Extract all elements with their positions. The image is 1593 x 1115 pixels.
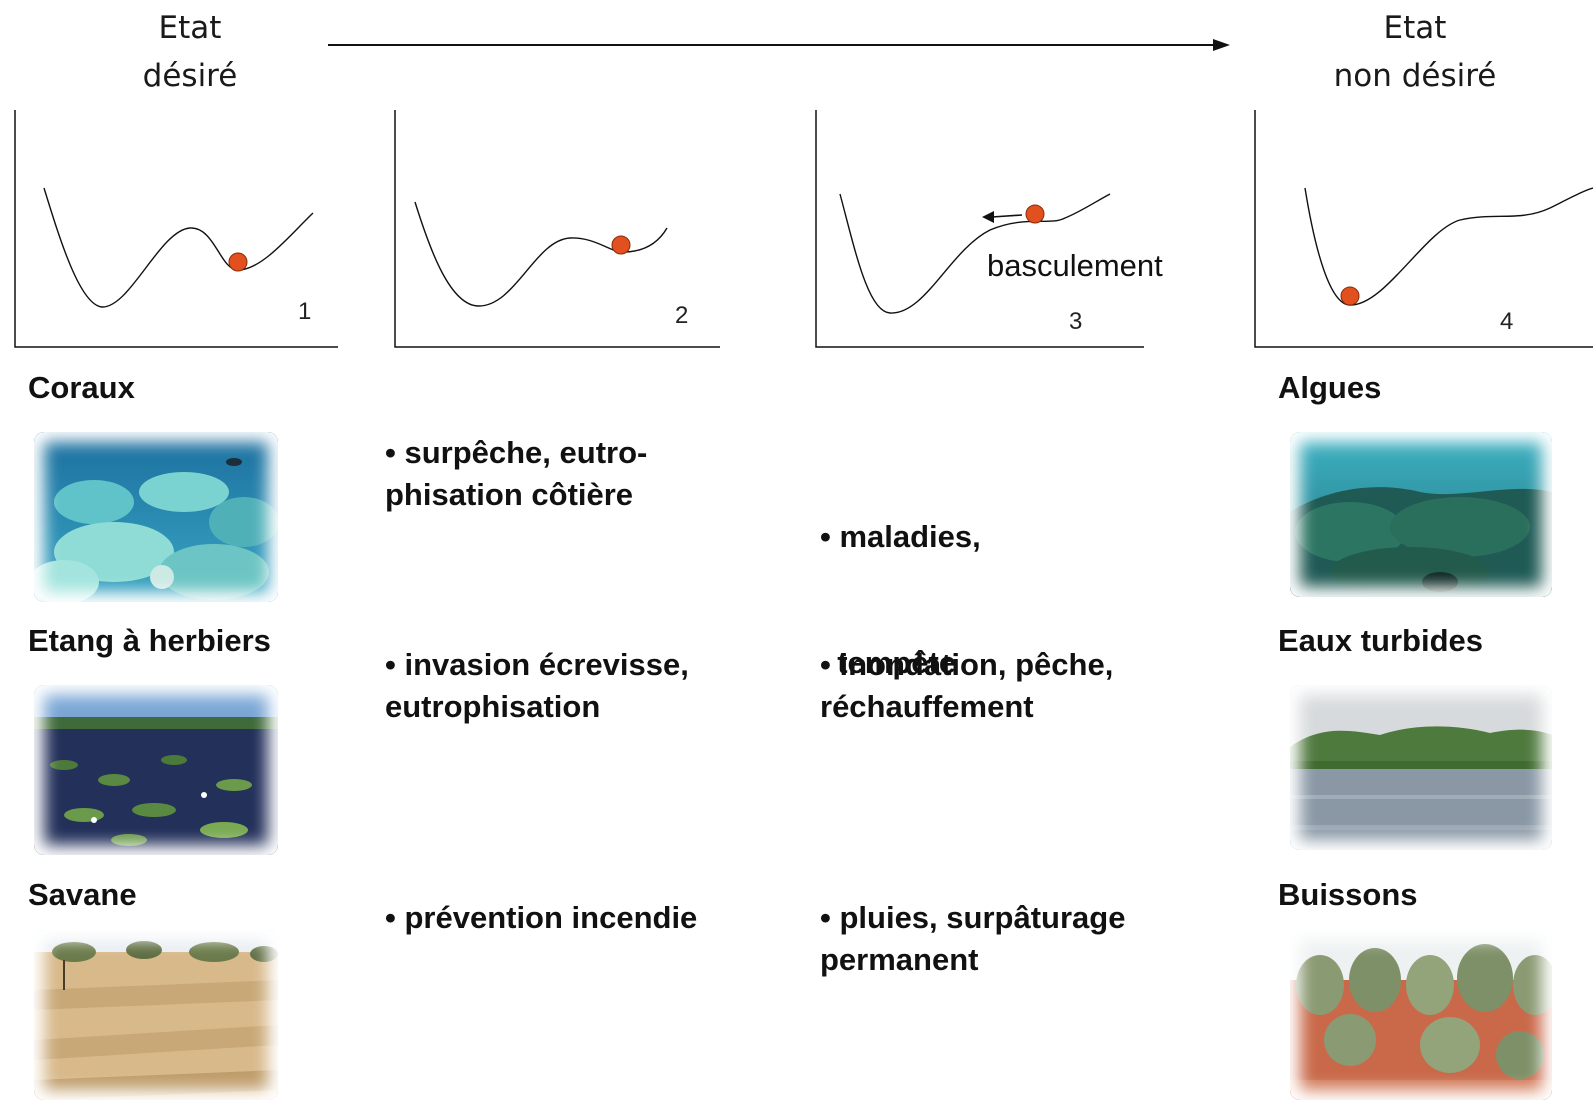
panel-number-4: 4 [1500,308,1514,335]
cause-line: • surpêche, eutro- [385,435,648,470]
cause-line: • maladies, [820,519,981,554]
undesired-ecosystem-label: Buissons [1278,877,1418,912]
stability-landscape-2 [394,110,720,348]
cause-stage3-row2: • inondation, pêche, réchauffement [820,644,1113,728]
cause-stage2-row3: • prévention incendie [385,897,697,939]
cause-line: tempête [820,645,957,680]
state-ball-4 [1340,286,1360,306]
undesired-state-line2: non désiré [1333,58,1497,94]
cause-line: eutrophisation [385,689,601,724]
undesired-ecosystem-label: Algues [1278,370,1382,405]
cause-line: permanent [820,942,979,977]
panel-number-1: 1 [298,298,312,325]
undesired-state-heading: Etat non désiré [1300,4,1530,100]
cause-line: • inondation, pêche, [820,647,1114,682]
state-ball-1 [228,252,248,272]
cause-line: • invasion écrevisse, [385,647,689,682]
stability-panel-4: 4 [1250,100,1593,355]
cause-stage3-row1: • maladies, tempête [820,432,981,726]
stability-landscape-3 [815,110,1144,348]
tipping-label: basculement [987,248,1163,283]
cause-line: • pluies, surpâturage [820,900,1126,935]
pond-photo [34,685,278,855]
stability-panel-1: 1 [0,100,345,355]
desired-ecosystem-label: Etang à herbiers [28,623,271,658]
algae-photo [1290,432,1552,597]
cause-line: réchauffement [820,689,1034,724]
cause-stage2-row2: • invasion écrevisse, eutrophisation [385,644,689,728]
progression-arrow [328,39,1230,51]
desired-state-line1: Etat [158,10,222,46]
stability-landscape-4 [1254,110,1593,348]
panel-number-2: 2 [675,302,689,329]
desired-ecosystem-label: Coraux [28,370,135,405]
cause-stage3-row3: • pluies, surpâturage permanent [820,897,1125,981]
cause-line: phisation côtière [385,477,634,512]
turbid-water-photo [1290,685,1552,850]
desired-ecosystem-label: Savane [28,877,137,912]
state-ball-2 [611,235,631,255]
undesired-state-line1: Etat [1383,10,1447,46]
desired-state-heading: Etat désiré [95,4,285,100]
savanna-photo [34,930,278,1100]
state-ball-3 [1025,204,1045,224]
cause-stage2-row1: • surpêche, eutro- phisation côtière [385,432,647,516]
shrubland-photo [1290,930,1552,1100]
stability-panel-3: basculement 3 [810,100,1190,355]
stability-landscape-1 [14,110,338,348]
undesired-ecosystem-label: Eaux turbides [1278,623,1483,658]
stability-panel-2: 2 [385,100,730,355]
coral-reef-photo [34,432,278,602]
panel-number-3: 3 [1069,308,1083,335]
cause-line: • prévention incendie [385,900,698,935]
desired-state-line2: désiré [142,58,238,94]
